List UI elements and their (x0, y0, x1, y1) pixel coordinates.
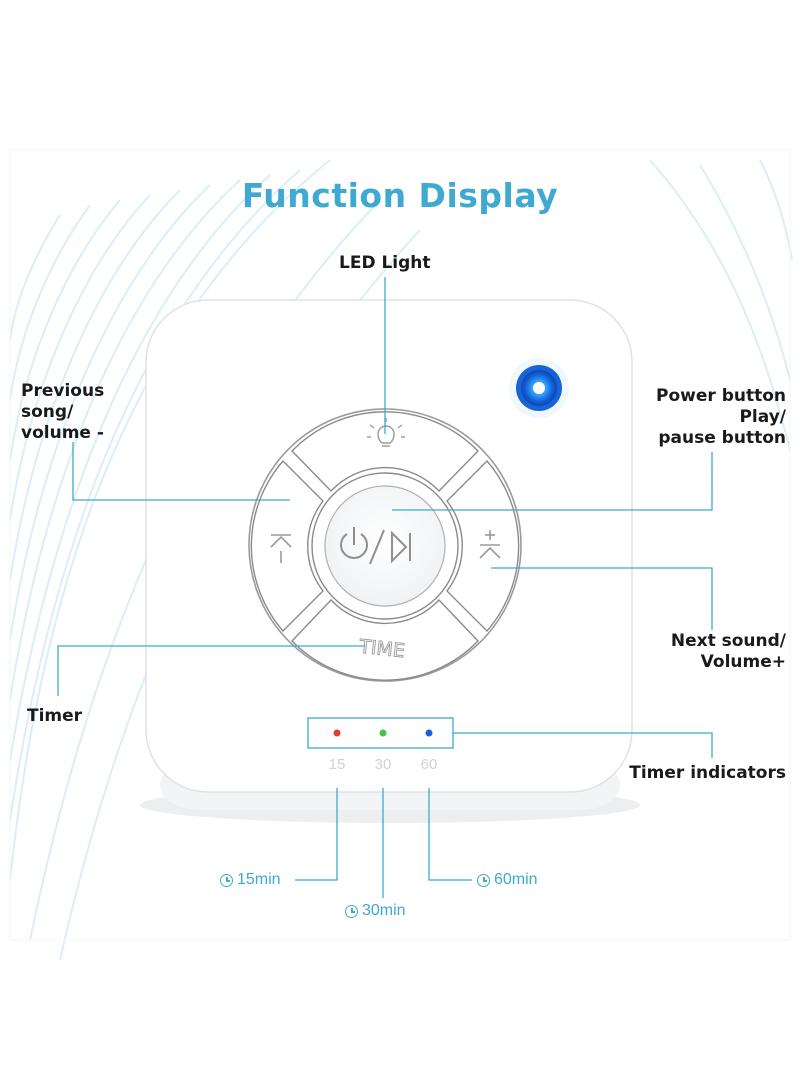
timer-60min: 60min (477, 871, 538, 889)
clock-icon (345, 904, 358, 918)
timer-60min-label: 60min (494, 871, 538, 888)
label-next-sound: Next sound/ Volume+ (671, 631, 786, 673)
next-volume-up-button[interactable] (446, 459, 520, 633)
label-power-button: Power button Play/ pause button (656, 386, 786, 449)
clock-icon (220, 873, 233, 887)
timer-30min-label: 30min (362, 902, 406, 919)
label-power-line-1: Power button (656, 386, 786, 406)
indicator-number-15: 15 (329, 756, 346, 773)
label-timer-indicators: Timer indicators (629, 763, 786, 783)
led-light (509, 358, 569, 418)
background-swirl (9, 159, 793, 961)
label-previous-song: Previous song/ volume - (21, 381, 104, 444)
label-timer: Timer (27, 706, 83, 726)
clock-icon (477, 873, 490, 887)
time-button-label: TIME (357, 636, 406, 663)
indicator-number-30: 30 (375, 756, 392, 773)
next-volume-up-icon (479, 530, 501, 559)
label-led-light: LED Light (339, 253, 431, 273)
previous-volume-down-icon (270, 534, 292, 563)
timer-indicator-dots (333, 729, 433, 737)
timer-15min: 15min (220, 871, 281, 889)
page-title: Function Display (241, 176, 559, 215)
label-power-line-3: pause button (658, 428, 786, 448)
power-play-pause-button[interactable] (324, 485, 446, 607)
light-icon (367, 418, 405, 447)
indicator-30-dot (379, 729, 387, 737)
label-previous-line-3: volume - (21, 423, 104, 443)
indicator-number-60: 60 (421, 756, 438, 773)
timer-30min: 30min (345, 902, 406, 920)
indicator-15-dot (333, 729, 341, 737)
label-next-line-1: Next sound/ (670, 631, 786, 651)
power-play-pause-icon (340, 527, 411, 565)
label-previous-line-2: song/ (21, 402, 74, 422)
timer-15min-label: 15min (237, 871, 281, 888)
callout-lines (57, 277, 713, 898)
timer-button[interactable] (291, 598, 479, 681)
label-power-line-2: Play/ (739, 407, 786, 427)
indicator-60-dot (425, 729, 433, 737)
label-next-line-2: Volume+ (700, 652, 786, 672)
label-previous-line-1: Previous (21, 381, 105, 401)
light-button[interactable] (291, 411, 479, 493)
previous-volume-down-button[interactable] (250, 459, 324, 633)
